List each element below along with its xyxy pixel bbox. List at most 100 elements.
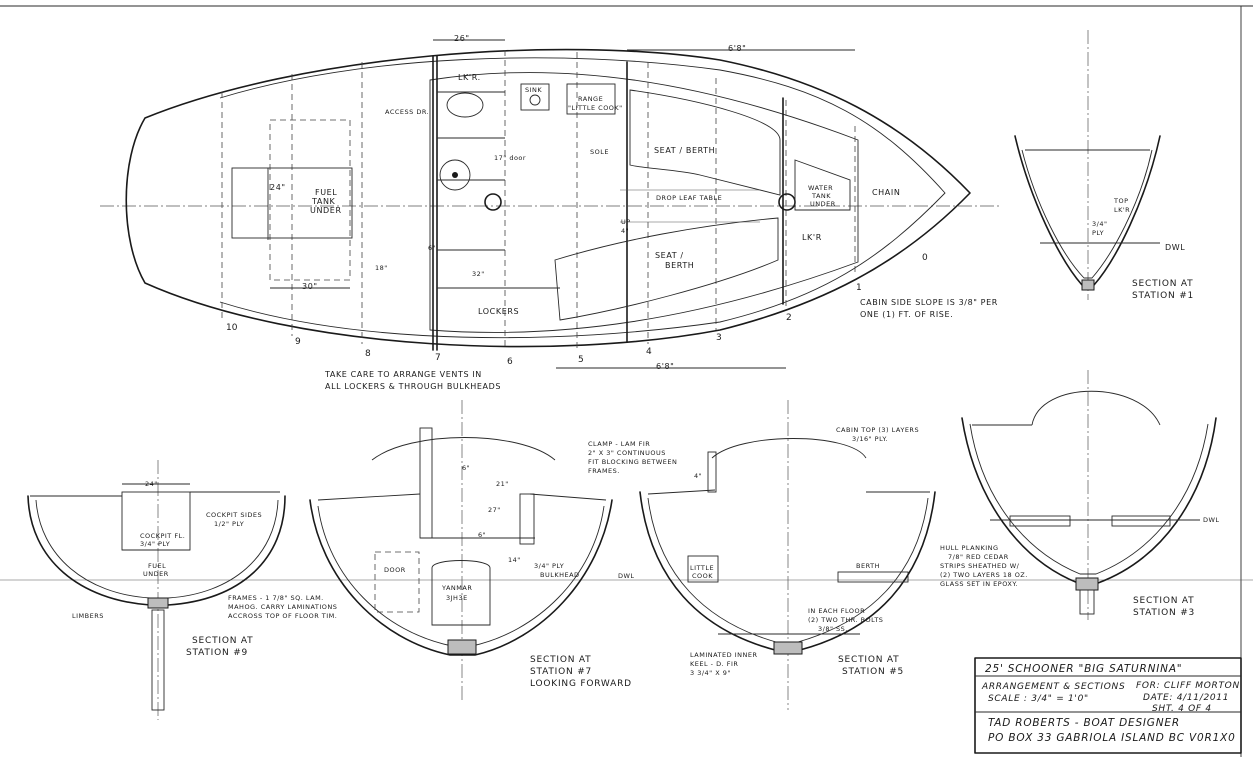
sec1-ply: 3/4" — [1092, 220, 1107, 228]
seat-bot-sub: BERTH — [665, 261, 694, 270]
sec7-bulkhead — [519, 493, 535, 545]
up-label: UP — [621, 218, 631, 226]
sec7-ply-2: BULKHEAD — [540, 571, 580, 579]
sec9-fuel-2: UNDER — [143, 570, 169, 578]
range-box — [566, 83, 616, 115]
cabin-note-2: ONE (1) FT. OF RISE. — [860, 310, 953, 319]
sec7-deck-stbd — [529, 493, 607, 501]
seat-berth-bottom — [554, 217, 779, 321]
sec7-title-2: STATION #7 — [530, 667, 592, 677]
sec9-keel-block — [147, 597, 169, 609]
fuel-tank-outline — [231, 167, 353, 239]
sec9-fuel: FUEL — [148, 562, 166, 570]
sec7-d27: 27" — [488, 506, 501, 514]
head-drain — [452, 172, 458, 178]
sec5-clamp-3: FIT BLOCKING BETWEEN — [588, 458, 677, 466]
station-9: 9 — [295, 337, 301, 347]
sec5-keel-note: LAMINATED INNER — [690, 651, 757, 659]
sec5-stove — [687, 555, 719, 583]
title-desc: ARRANGEMENT & SECTIONS — [981, 682, 1125, 692]
water-label-2: TANK — [811, 192, 831, 200]
sec7-title-3: LOOKING FORWARD — [530, 679, 632, 689]
sec3-berth-port — [1009, 515, 1071, 527]
sec7-yanmar-2: 3JH3E — [446, 594, 468, 602]
sec7-yanmar: YANMAR — [441, 584, 472, 592]
title-block: 25' SCHOONER "BIG SATURNINA" ARRANGEMENT… — [974, 657, 1242, 754]
dim-label-24: 24" — [270, 183, 286, 192]
sec5-floor-note-2: (2) TWO THR. BOLTS — [808, 616, 883, 624]
sec7-hull-outer — [309, 499, 613, 656]
seat-bot-label: SEAT / — [655, 251, 684, 260]
sec3-hull-2: 7/8" RED CEDAR — [948, 553, 1009, 561]
sec5-keel — [773, 641, 803, 655]
dim-label-18: 18" — [375, 264, 388, 272]
hull-sheer-outline — [125, 48, 971, 348]
dim-label-30: 30" — [302, 282, 318, 291]
sec3-dwl: DWL — [1203, 516, 1220, 524]
sink-label: SINK — [525, 86, 542, 94]
sec5-deck-port — [647, 489, 716, 495]
sec7-engine — [431, 560, 491, 626]
sec5-clamp: CLAMP - LAM FIR — [588, 440, 650, 448]
station-8: 8 — [365, 349, 371, 359]
station-0: 0 — [922, 253, 928, 263]
sec7-d21: 21" — [496, 480, 509, 488]
title-for: FOR: CLIFF MORTON — [1136, 681, 1240, 691]
sec1-top-lkr-2: LK'R — [1114, 206, 1130, 214]
sec9-title: SECTION AT — [192, 636, 253, 646]
mast-step-aft — [484, 193, 502, 211]
title-block-frame — [974, 657, 1242, 754]
sec7-keel — [447, 639, 477, 655]
section-station-5: CLAMP - LAM FIR 2" X 3" CONTINUOUS FIT B… — [588, 400, 936, 710]
sec9-title-2: STATION #9 — [186, 648, 248, 658]
sec3-hull-3: STRIPS SHEATHED W/ — [940, 562, 1020, 570]
title-address: PO BOX 33 GABRIOLA ISLAND BC V0R1X0 — [988, 732, 1236, 744]
sec3-hull-4: (2) TWO LAYERS 18 OZ. — [940, 571, 1028, 579]
sec7-deck-port — [317, 493, 421, 501]
sec5-cabin-side — [707, 451, 717, 493]
sec5-little: LITTLE — [690, 564, 714, 572]
sec3-title: SECTION AT — [1133, 596, 1194, 606]
dim-label-17: 17" door — [494, 154, 526, 162]
section-station-7: 6" 21" 27" 6" 14" DOOR YANMAR 3JH3E 3/4"… — [309, 400, 634, 700]
sec9-frames-3: ACCROSS TOP OF FLOOR TIM. — [228, 612, 337, 620]
sec3-hull: HULL PLANKING — [940, 544, 999, 552]
sec7-d6b: 6" — [478, 531, 486, 539]
title-scale: SCALE : 3/4" = 1'0" — [988, 694, 1089, 704]
sec3-keel — [1075, 577, 1099, 591]
station-5: 5 — [578, 355, 584, 365]
lkr-head: LK'R. — [458, 73, 481, 82]
sec9-sides-2: 1/2" PLY — [214, 520, 244, 528]
sec3-title-2: STATION #3 — [1133, 608, 1195, 618]
sec5-cabin: CABIN TOP (3) LAYERS — [836, 426, 919, 434]
sec7-door — [374, 551, 420, 613]
sec5-title-2: STATION #5 — [842, 667, 904, 677]
vents-note-2: ALL LOCKERS & THROUGH BULKHEADS — [325, 382, 501, 391]
sec7-title: SECTION AT — [530, 655, 591, 665]
sec5-little-2: COOK — [692, 572, 713, 580]
dim-label-26: 26" — [454, 34, 470, 43]
sec5-cabin-top — [711, 438, 867, 459]
water-label: WATER — [808, 184, 833, 192]
access-door: ACCESS DR. — [385, 108, 429, 116]
section-station-3: DWL HULL PLANKING 7/8" RED CEDAR STRIPS … — [940, 370, 1220, 620]
lkr-fwd: LK'R — [802, 233, 822, 242]
sec5-berth-label: BERTH — [856, 562, 880, 570]
sec1-title-2: STATION #1 — [1132, 291, 1194, 301]
sec1-hull-inner — [1021, 149, 1153, 279]
hull-inner-sheer — [219, 57, 946, 339]
station-2: 2 — [786, 313, 792, 323]
sec5-title: SECTION AT — [838, 655, 899, 665]
section-station-1: TOP LK'R 3/4" PLY DWL SECTION AT STATION… — [1014, 30, 1194, 301]
cabin-note-1: CABIN SIDE SLOPE IS 3/8" PER — [860, 298, 998, 307]
sec7-d14: 14" — [508, 556, 521, 564]
sec5-floor-note-3: 3/8" SS. — [818, 625, 848, 633]
sec5-hull-outer — [639, 491, 936, 651]
sec5-cabin-2: 3/16" PLY. — [852, 435, 888, 443]
sec9-d24: 24" — [145, 480, 158, 488]
water-tank — [794, 159, 851, 211]
sec1-hull-outer — [1014, 135, 1161, 286]
head-basin — [439, 159, 471, 191]
